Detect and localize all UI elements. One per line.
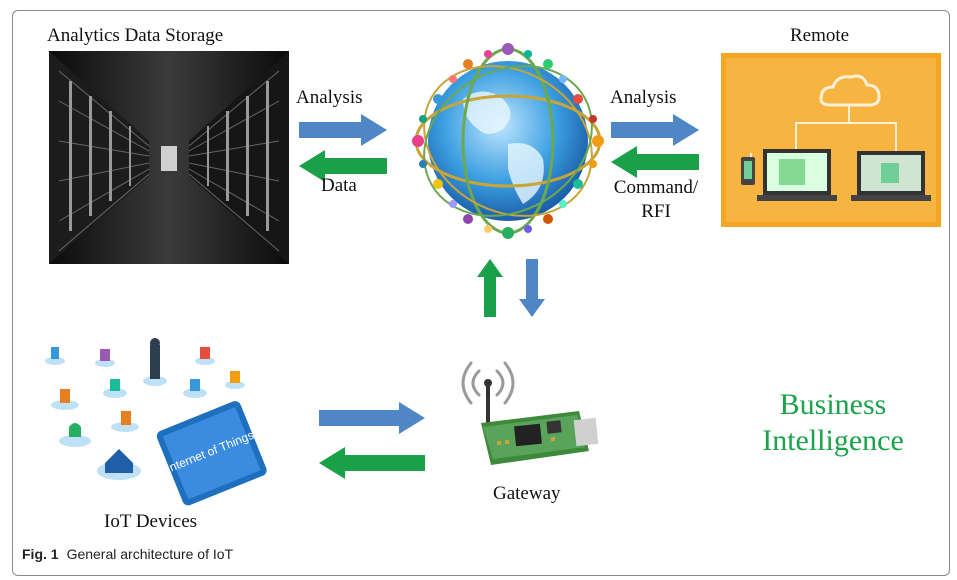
analysis-left-label: Analysis bbox=[296, 87, 363, 108]
remote-devices-image bbox=[721, 53, 941, 227]
iot-to-gateway-arrow-icon bbox=[319, 402, 425, 434]
gateway-to-iot-arrow-icon bbox=[319, 447, 425, 479]
storage-title: Analytics Data Storage bbox=[47, 25, 224, 46]
remote-title: Remote bbox=[790, 25, 850, 46]
iot-devices-label: IoT Devices bbox=[104, 511, 198, 532]
figure-caption: Fig. 1 General architecture of IoT bbox=[22, 546, 233, 562]
figure-frame: Analytics Data Storage Anal bbox=[12, 10, 950, 576]
data-left-label: Data bbox=[321, 175, 357, 196]
gateway-up-arrow-icon bbox=[477, 259, 503, 317]
data-arrow-left-icon bbox=[299, 150, 387, 182]
data-storage-image bbox=[49, 51, 289, 264]
bi-line1: Business bbox=[779, 388, 887, 421]
gateway-device-image bbox=[461, 361, 599, 465]
command-label-line1: Command/ bbox=[613, 177, 699, 198]
bi-line2: Intelligence bbox=[762, 424, 904, 457]
command-arrow-left-icon bbox=[611, 146, 699, 178]
figure-number: Fig. 1 bbox=[22, 546, 59, 562]
iot-devices-image: Internet of Things bbox=[35, 323, 271, 513]
gateway-down-arrow-icon bbox=[519, 259, 545, 317]
command-label: Command/ RFI bbox=[609, 177, 703, 223]
globe-image bbox=[412, 43, 604, 239]
analysis-arrow-right-2-icon bbox=[611, 114, 699, 146]
analysis-arrow-right-icon bbox=[299, 114, 387, 146]
figure-caption-text: General architecture of IoT bbox=[66, 546, 234, 562]
command-label-line2: RFI bbox=[641, 201, 671, 222]
business-intelligence-text: Business Intelligence bbox=[743, 387, 923, 459]
gateway-label: Gateway bbox=[493, 483, 561, 504]
analysis-right-label: Analysis bbox=[610, 87, 677, 108]
